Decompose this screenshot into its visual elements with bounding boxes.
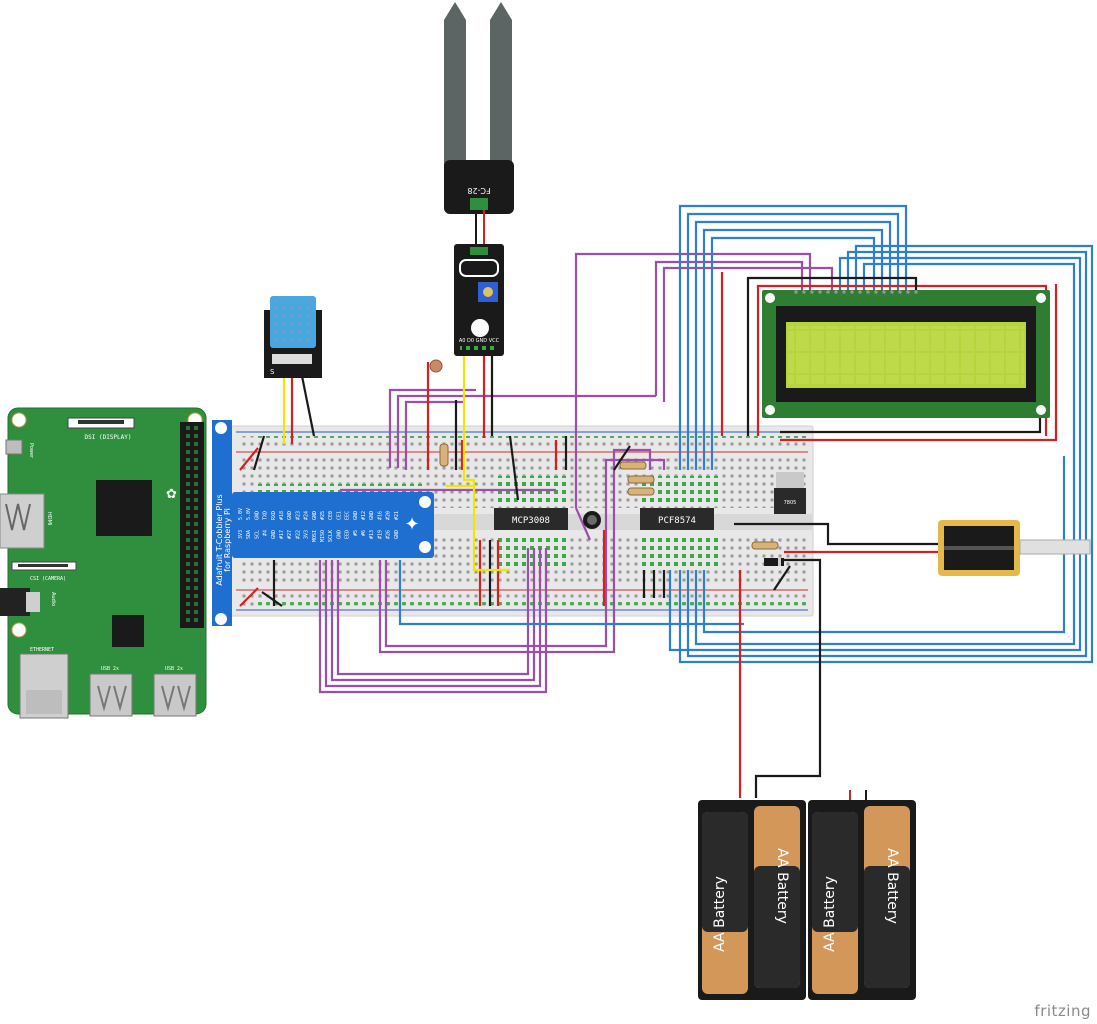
cobbler-title-1: Adafruit T-Cobbler Plus (215, 494, 224, 585)
fritzing-brand: fritzing (1034, 1002, 1091, 1020)
hdmi-label: HDMI (46, 512, 52, 525)
cobbler-top-pins-2: GND (254, 511, 260, 520)
cobbler-top-pins-8: #24 (304, 511, 310, 520)
regulator-label: 7805 (784, 500, 797, 506)
battery-pack-right: AA Battery AA Battery (808, 800, 916, 1000)
cobbler-top-pins-10: #25 (320, 511, 326, 520)
cobbler-bottom-pins-3: #4 (263, 530, 269, 536)
cobbler-bottom-pins-14: #5 (353, 530, 359, 536)
cobbler-bottom-pins-5: #17 (279, 530, 285, 539)
cobbler-bottom-pins-9: MOSI (312, 530, 318, 542)
csi-label: CSI (CAMERA) (30, 576, 66, 582)
cobbler-top-pins-6: GND (287, 511, 293, 520)
dht-sensor: S (264, 296, 322, 378)
cobbler-bottom-pins-12: GND (336, 530, 342, 539)
battery-label-2: AA Battery (774, 848, 790, 924)
cobbler-bottom-pins-2: SCL (254, 530, 260, 539)
module-pin-labels: A0 D0 GND VCC (459, 338, 500, 344)
battery-label-3: AA Battery (822, 876, 838, 952)
cobbler-top-pins-12: CE1 (336, 511, 342, 520)
cobbler-bottom-pins-1: SDA (246, 530, 252, 539)
cobbler-top-pins-7: #23 (295, 511, 301, 520)
cobbler-top-pins-15: #12 (361, 511, 367, 520)
cobbler-bottom-pins-4: GND (271, 530, 277, 539)
photoresistor (429, 359, 443, 373)
battery-label-1: AA Battery (712, 876, 728, 952)
cobbler-bottom-pins-16: #13 (369, 530, 375, 539)
soil-moisture-probe: FC-28 (444, 2, 514, 214)
cobbler-top-pins-17: #16 (377, 511, 383, 520)
cobbler-top-pins-3: TXD (263, 511, 269, 520)
cobbler-top-pins-11: CE0 (328, 511, 334, 520)
cobbler-bottom-pins-11: SCLK (328, 530, 334, 542)
voltage-regulator: 7805 (774, 472, 806, 514)
wires-blue (398, 204, 1094, 664)
cobbler-top-pins-14: GND (353, 511, 359, 520)
dsi-label: DSI (DISPLAY) (85, 434, 132, 441)
cobbler-bottom-pins-13: EED (345, 530, 351, 539)
lcd-display (762, 288, 1050, 418)
battery-label-4: AA Battery (884, 848, 900, 924)
t-cobbler: Adafruit T-Cobbler Plus for Raspberry Pi… (212, 420, 434, 626)
star-logo-icon: ✦ (404, 514, 419, 535)
raspberry-pi-board: DSI (DISPLAY) ✿ Power HDMI CSI (CAMERA) … (0, 407, 207, 719)
audio-label: Audio (50, 592, 56, 606)
resistors (439, 443, 779, 550)
cobbler-bottom-pins-15: #6 (361, 530, 367, 536)
ethernet-label: ETHERNET (30, 647, 54, 653)
cobbler-top-pins-5: #18 (279, 511, 285, 520)
mcp3008-chip: MCP3008 (494, 508, 568, 530)
wires-yellow (282, 350, 510, 572)
cobbler-top-pins-4: RXD (271, 511, 277, 520)
pcf8574-label: PCF8574 (658, 516, 696, 526)
cobbler-bottom-pins-10: MISO (320, 530, 326, 542)
cobbler-bottom-pins-19: GND (394, 530, 400, 539)
raspberry-logo-icon: ✿ (166, 487, 177, 502)
cobbler-top-pins-0: 5.0V (238, 508, 244, 520)
soil-sensor-module: A0 D0 GND VCC (454, 244, 504, 356)
probe-label: FC-28 (467, 186, 490, 195)
cobbler-top-pins-13: EEC (345, 511, 351, 520)
cobbler-bottom-pins-17: #19 (377, 530, 383, 539)
cobbler-top-pins-16: GND (369, 511, 375, 520)
mcp3008-label: MCP3008 (512, 516, 550, 526)
cobbler-bottom-pins-6: #27 (287, 530, 293, 539)
cobbler-bottom-pins-8: 3V3 (304, 530, 310, 539)
power-label: Power (28, 443, 34, 459)
diode (764, 558, 784, 566)
cobbler-bottom-pins-7: #22 (295, 530, 301, 539)
cobbler-top-pins-19: #21 (394, 511, 400, 520)
cobbler-top-pins-18: #20 (386, 511, 392, 520)
wires-purple (318, 252, 834, 694)
usb-label-2: USB 2x (165, 666, 183, 672)
cobbler-top-pins-9: GND (312, 511, 318, 520)
cobbler-bottom-pins-18: #26 (386, 530, 392, 539)
dht-pin-label: S (270, 368, 275, 376)
solenoid (938, 520, 1091, 576)
pcf8574-chip: PCF8574 (640, 508, 714, 530)
usb-label-1: USB 2x (101, 666, 119, 672)
cobbler-bottom-pins-0: 3V3 (238, 530, 244, 539)
potentiometer (583, 511, 601, 529)
cobbler-top-pins-1: 5.0V (246, 508, 252, 520)
cobbler-title-2: for Raspberry Pi (223, 508, 232, 572)
battery-pack-left: AA Battery AA Battery (698, 800, 806, 1000)
